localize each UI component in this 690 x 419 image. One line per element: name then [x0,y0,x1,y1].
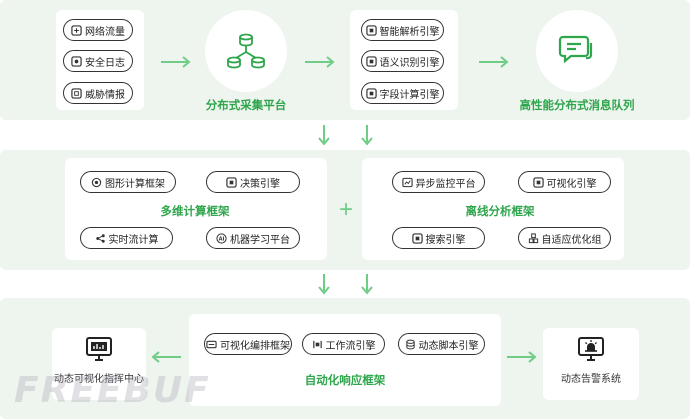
pill-network-traffic: 网络流量 [63,19,133,41]
network-icon [71,24,82,36]
arrow-down-1b [361,125,373,146]
multi-compute-title: 多维计算框架 [160,206,230,218]
alert-screen-icon [578,337,604,361]
collect-platform-circle [205,10,287,92]
pill-adaptive-optimizer: 自适应优化组 [518,227,611,249]
pill-threat-intel: 威胁情报 [63,82,133,104]
queue-circle [536,10,618,92]
visual-icon [532,176,544,188]
svg-text:AI: AI [219,236,225,242]
auto-response-card [189,314,501,406]
database-network-icon [227,33,265,69]
search-engine-icon [411,232,423,244]
monitor-chart-icon [401,177,413,188]
engine-icon [365,55,377,67]
pill-dynamic-script: 动态脚本引擎 [398,333,485,355]
pill-stream-compute: 实时流计算 [80,227,173,249]
pill-visual-engine: 可视化引擎 [518,171,611,193]
pill-visual-orchestration: 可视化编排框架 [204,333,292,355]
blocks-icon [528,232,539,244]
pill-ml-platform: AI 机器学习平台 [206,227,300,249]
engine-icon [365,87,377,99]
arrow-collect-to-engines [305,56,335,68]
engine-icon [365,24,377,36]
command-center-card [52,328,146,400]
pill-smart-parse-engine: 智能解析引擎 [361,19,444,41]
threat-icon [71,87,82,99]
queue-title: 高性能分布式消息队列 [519,100,635,112]
freebuf-watermark: FREEBUF [14,370,211,411]
pill-semantic-engine: 语义识别引擎 [361,50,444,72]
ai-icon: AI [216,232,227,244]
arrow-to-command-center [151,351,181,363]
pill-field-calc-engine: 字段计算引擎 [361,82,444,104]
arrow-to-alert-system [507,351,537,363]
decision-icon [226,176,237,188]
command-center-label: 动态可视化指挥中心 [54,374,144,385]
workflow-icon [312,339,323,350]
dashboard-monitor-icon [86,337,112,361]
orchestration-icon [206,339,217,350]
arrow-engines-to-queue [479,56,509,68]
log-icon [71,55,82,67]
collect-platform-title: 分布式采集平台 [205,100,287,112]
script-icon [405,339,416,350]
pill-workflow-engine: 工作流引擎 [302,333,385,355]
offline-analysis-title: 离线分析框架 [465,206,535,218]
pill-search-engine: 搜索引擎 [392,227,485,249]
arrow-down-2b [361,274,373,295]
graph-icon [91,177,102,188]
pill-async-monitor: 异步监控平台 [392,171,485,193]
message-icon [558,35,593,64]
share-icon [95,233,106,244]
alert-system-label: 动态告警系统 [561,374,621,385]
arrow-sources-to-collect [161,56,191,68]
pill-security-log: 安全日志 [63,50,133,72]
auto-response-title: 自动化响应框架 [304,375,386,387]
pill-decision-engine: 决策引擎 [206,171,300,193]
arrow-down-1a [318,125,330,146]
pill-graph-compute: 图形计算框架 [80,171,176,193]
arrow-down-2a [318,274,330,295]
plus-sign: + [339,196,354,223]
